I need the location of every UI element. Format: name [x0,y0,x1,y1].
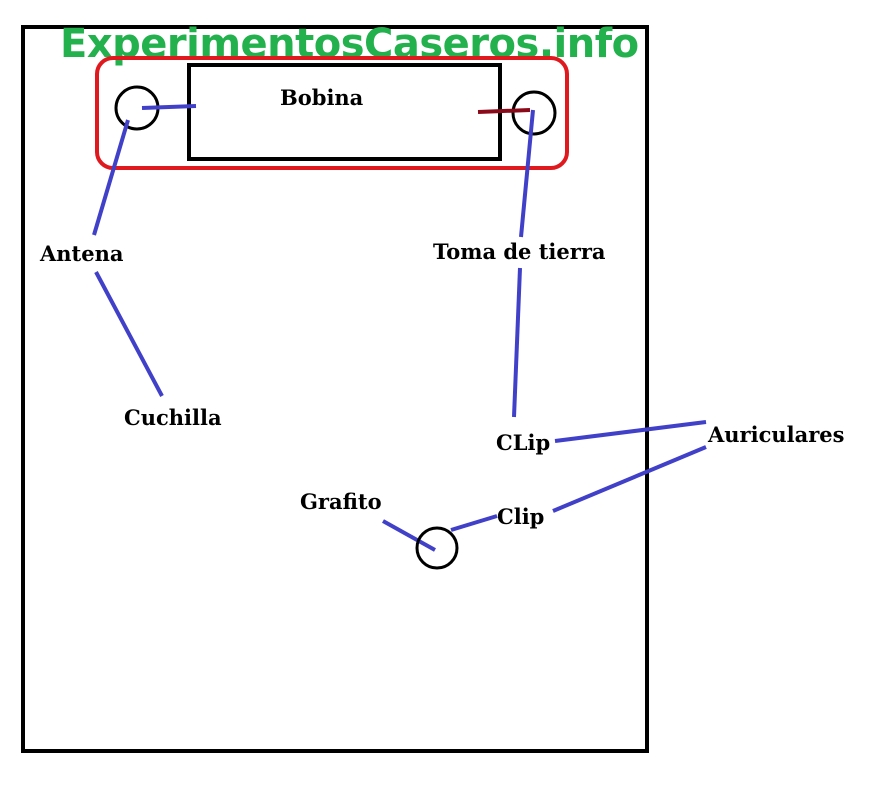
graphite-terminal [415,526,459,570]
coil-right-wire [477,108,531,114]
label-grafito: Grafito [300,489,382,514]
label-antena: Antena [39,241,124,266]
label-auriculares: Auriculares [707,422,845,447]
label-cuchilla: Cuchilla [124,405,222,430]
label-bobina: Bobina [280,85,364,110]
earphone-lower-wire [552,445,707,513]
label-toma-de-tierra: Toma de tierra [433,239,606,264]
board-outline [21,25,649,753]
ground-wire [519,109,535,238]
coil-group-outline [95,56,569,170]
coil-box [187,63,502,161]
antenna-wire [92,119,130,236]
graphite-wire [382,519,436,552]
label-clip-lower: Clip [497,504,544,529]
clip-lower-wire [450,514,498,532]
watermark-text: ExperimentosCaseros.info [60,21,639,67]
clip-upper-wire [512,267,522,418]
earphone-upper-wire [554,420,707,443]
coil-left-wire [141,104,197,110]
cuchilla-wire [94,271,164,397]
ground-terminal [511,90,557,136]
label-clip-upper: CLip [496,430,550,455]
